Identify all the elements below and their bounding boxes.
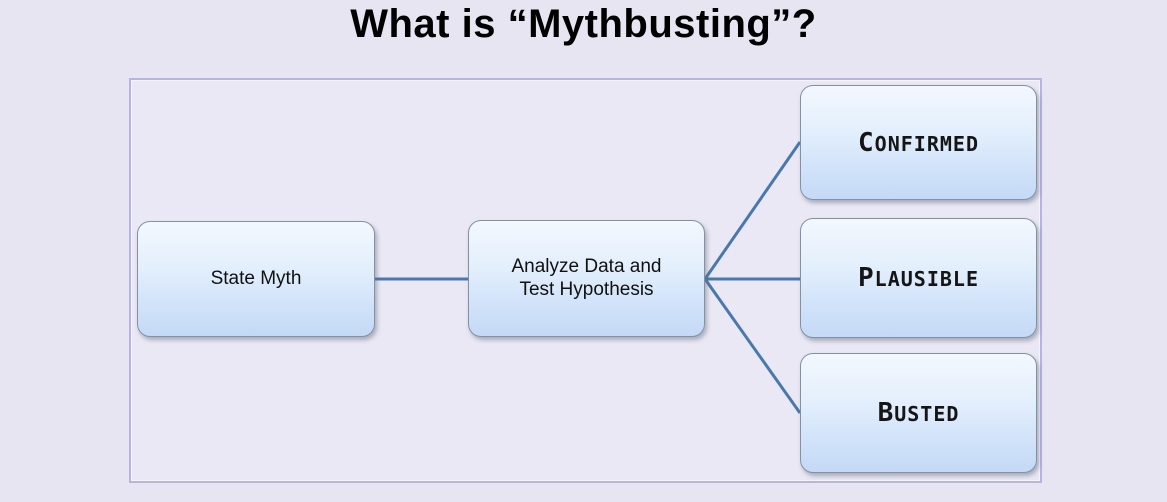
node-busted: BUSTED <box>800 353 1037 473</box>
node-plausible-label: PLAUSIBLE <box>858 263 979 293</box>
node-confirmed: CONFIRMED <box>800 85 1037 200</box>
node-confirmed-label: CONFIRMED <box>858 127 979 158</box>
node-state-myth-label: State Myth <box>210 267 302 289</box>
page-title: What is “Mythbusting”? <box>350 2 817 46</box>
node-state-myth: State Myth <box>137 221 375 337</box>
node-busted-label: BUSTED <box>877 398 960 428</box>
node-analyze-data-label: Analyze Data and Test Hypothesis <box>511 255 662 300</box>
node-plausible: PLAUSIBLE <box>800 218 1037 338</box>
node-analyze-data: Analyze Data and Test Hypothesis <box>468 220 705 337</box>
